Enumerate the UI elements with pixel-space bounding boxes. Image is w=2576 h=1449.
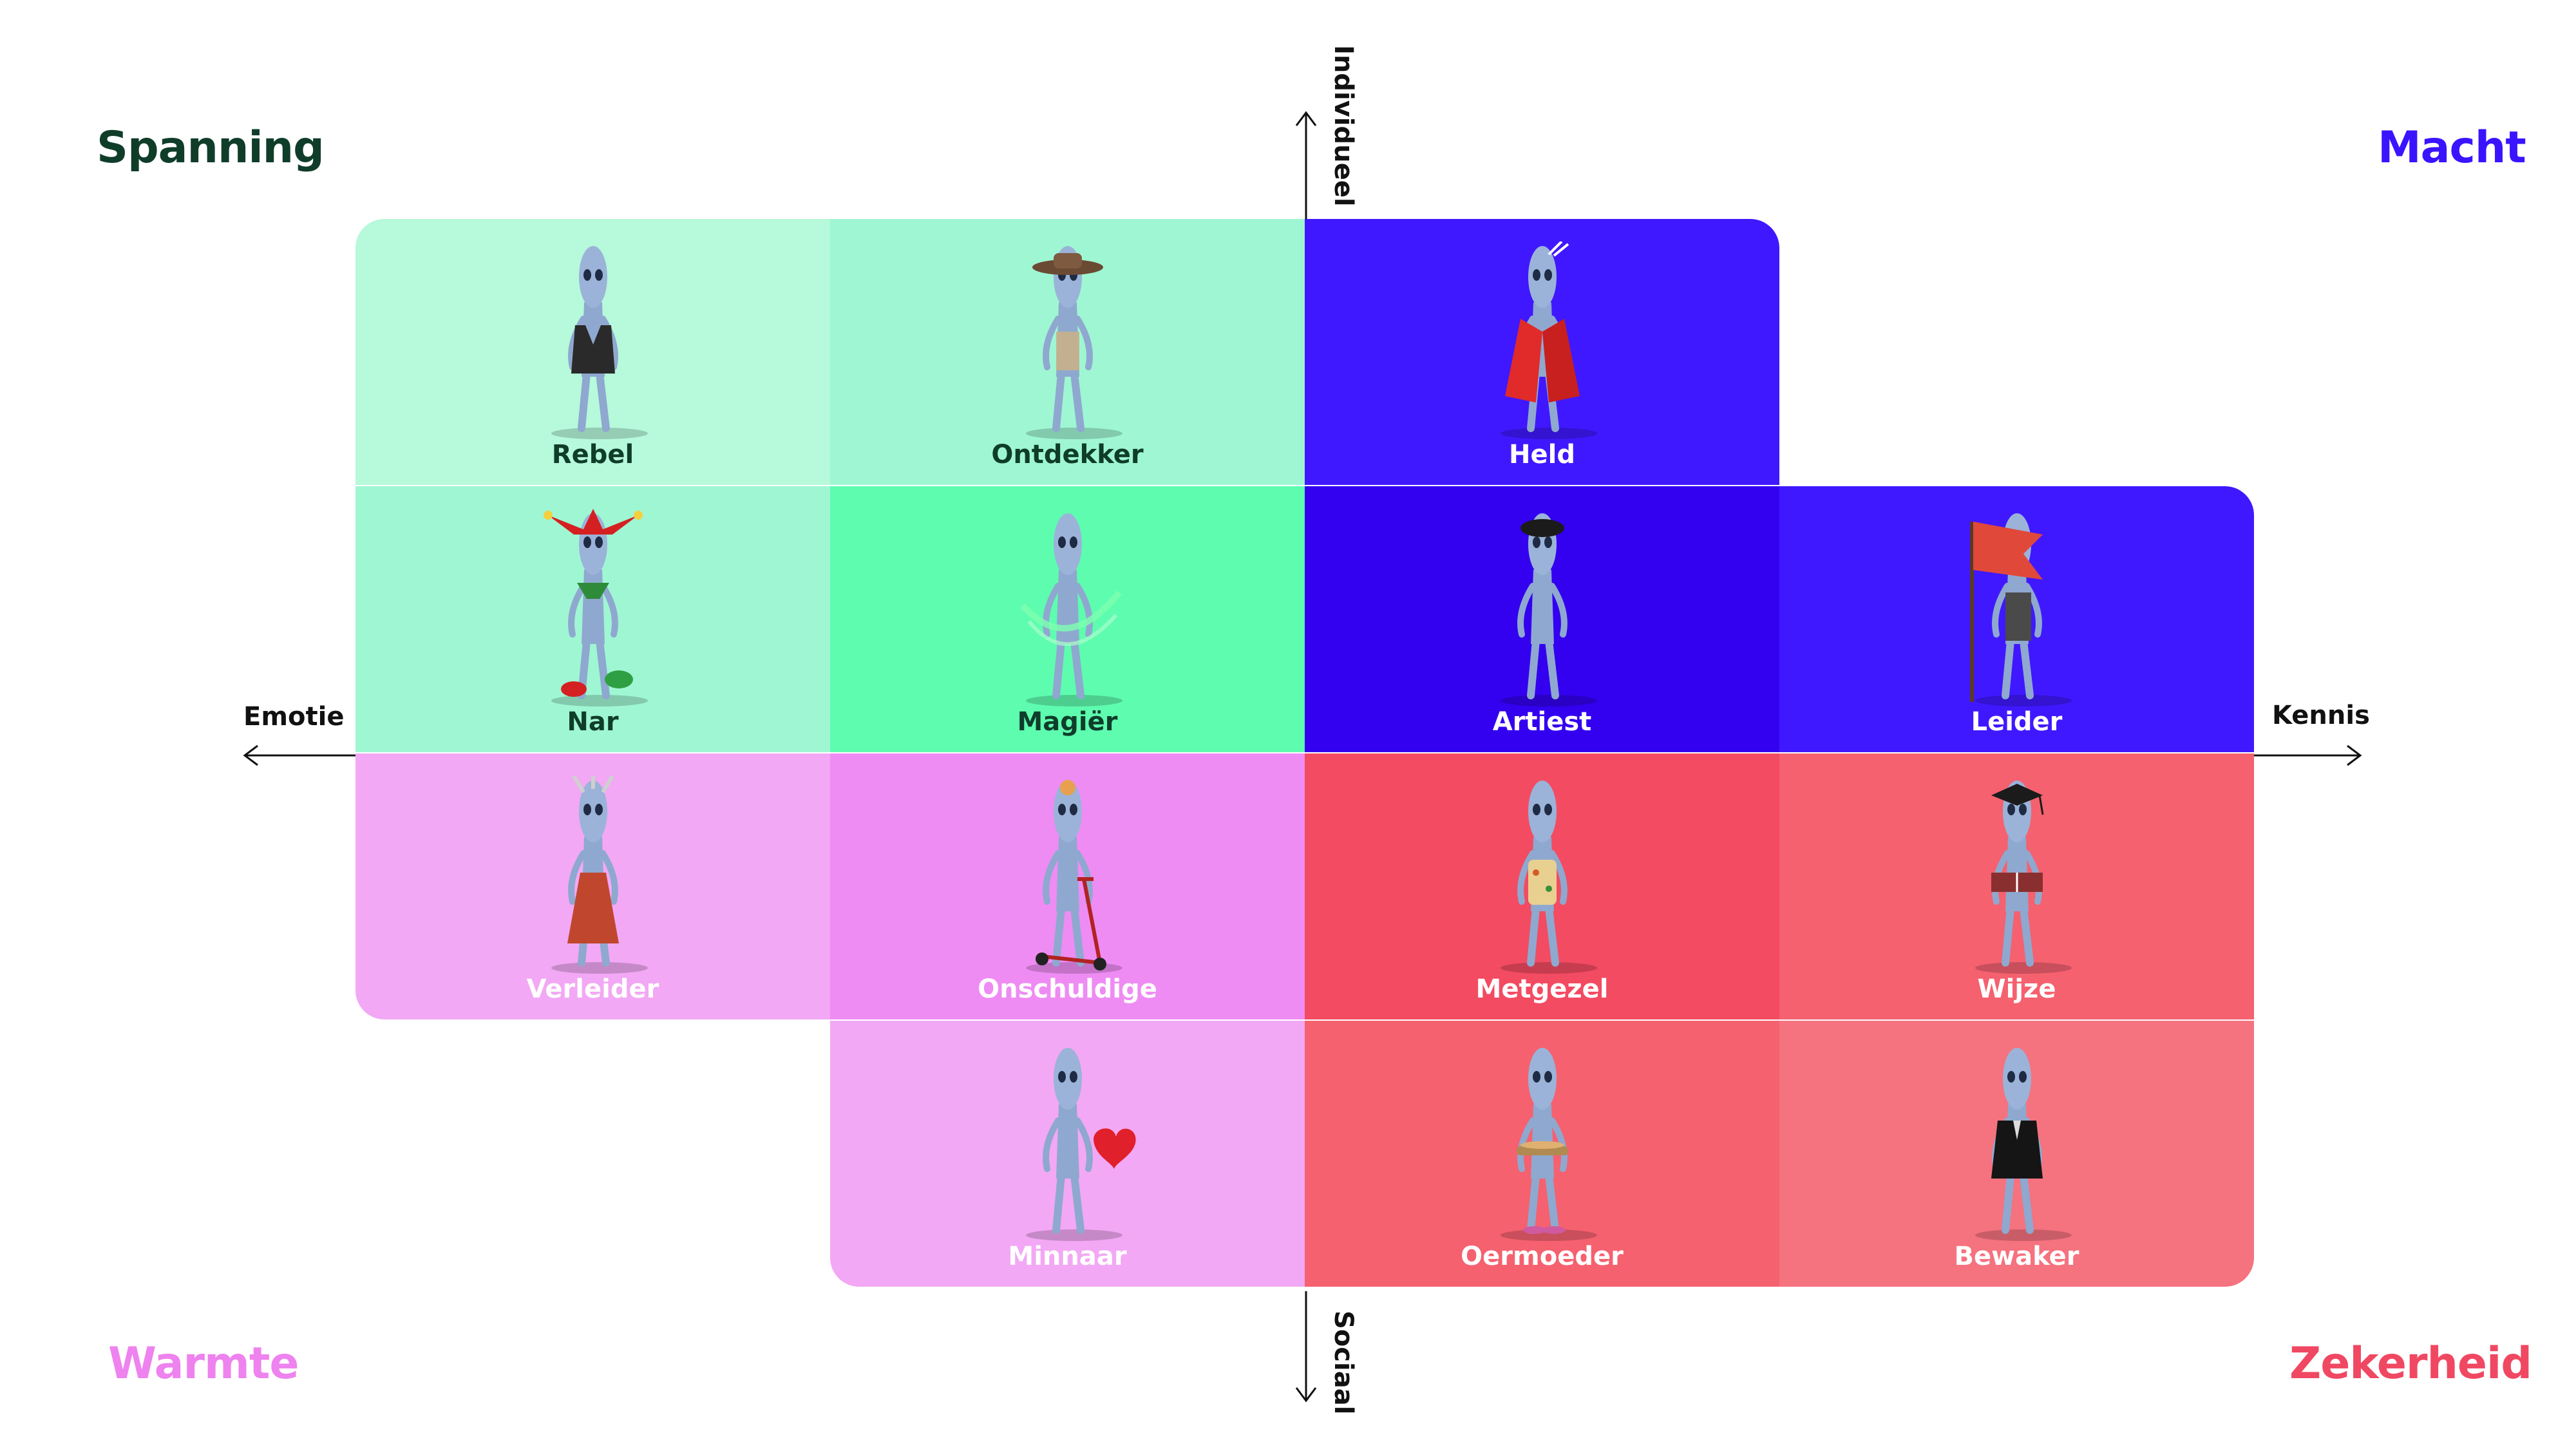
archetype-label: Oermoeder [1461,1242,1624,1271]
archetype-cell-bewaker: Bewaker [1779,1021,2254,1287]
archetype-cell-minnaar: Minnaar [830,1021,1305,1287]
archetype-label: Metgezel [1475,974,1609,1004]
archetype-label: Minnaar [1008,1242,1127,1271]
archetype-cell-verleider: Verleider [355,753,830,1019]
archetype-figure-artiest [1472,509,1613,708]
archetype-figure-minnaar [997,1043,1139,1243]
archetype-cell-magir: Magiër [830,486,1305,752]
archetype-cell-nar: Nar [355,486,830,752]
archetype-figure-held [1472,240,1613,441]
arrow-right-icon [2347,744,2362,766]
archetype-label: Rebel [551,440,634,469]
archetype-label: Leider [1971,707,2063,737]
axis-label-sociaal: Sociaal [1329,1311,1358,1415]
axis-label-individueel: Individueel [1329,45,1358,207]
archetype-cell-onschuldige: Onschuldige [830,753,1305,1019]
axis-label-emotie: Emotie [243,702,345,732]
archetype-figure-leider [1946,509,2088,708]
archetype-figure-oermoeder [1472,1043,1613,1243]
archetype-label: Verleider [526,974,659,1004]
archetype-figure-onschuldige [997,776,1139,976]
quadrant-title-spanning: Spanning [97,122,325,173]
archetype-figure-rebel [522,242,664,441]
archetype-figure-magir [997,509,1139,708]
archetype-cell-held: Held [1305,219,1779,485]
axis-label-kennis: Kennis [2272,701,2370,730]
quadrant-title-warmte: Warmte [108,1338,299,1389]
archetype-figure-nar [522,509,664,708]
archetype-label: Wijze [1977,974,2056,1004]
archetype-cell-leider: Leider [1779,486,2254,752]
archetype-cell-oermoeder: Oermoeder [1305,1021,1779,1287]
archetype-figure-wijze [1946,776,2088,976]
archetype-figure-metgezel [1472,776,1613,976]
archetype-label: Ontdekker [991,440,1144,469]
archetype-cell-ontdekker: Ontdekker [830,219,1305,485]
archetype-label: Held [1509,440,1575,469]
archetype-cell-wijze: Wijze [1779,753,2254,1019]
archetype-figure-ontdekker [997,242,1139,441]
quadrant-title-macht: Macht [2378,122,2526,173]
archetype-cell-artiest: Artiest [1305,486,1779,752]
archetype-label: Magiër [1017,707,1118,737]
archetype-label: Artiest [1492,707,1592,737]
arrow-down-icon [1295,1387,1317,1403]
archetype-label: Bewaker [1954,1242,2079,1271]
archetype-figure-bewaker [1946,1043,2088,1243]
archetype-label: Nar [567,707,619,737]
archetype-cell-metgezel: Metgezel [1305,753,1779,1019]
archetype-cell-rebel: Rebel [355,219,830,485]
quadrant-title-zekerheid: Zekerheid [2289,1338,2532,1389]
arrow-left-icon [243,744,258,766]
archetype-label: Onschuldige [978,974,1157,1004]
arrow-up-icon [1295,111,1317,126]
archetype-figure-verleider [522,775,664,976]
